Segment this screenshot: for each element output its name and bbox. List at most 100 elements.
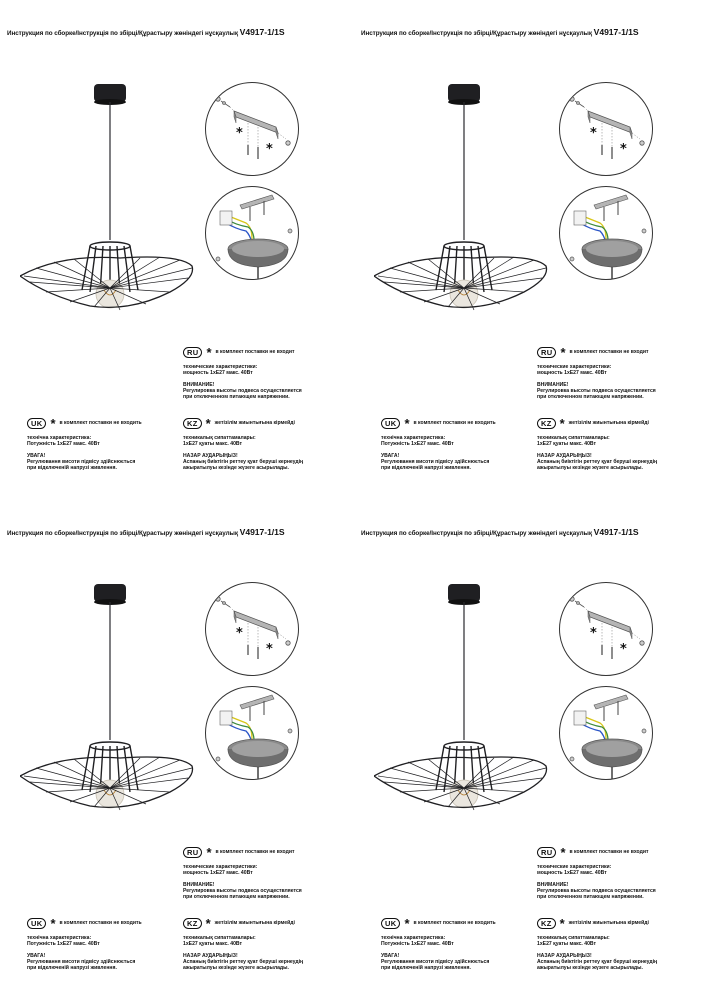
not-included-note: в комплект поставки не входит bbox=[215, 349, 295, 356]
pendant-lamp-illustration bbox=[20, 84, 194, 311]
mounting-bracket-diagram: * * bbox=[205, 82, 299, 176]
lang-badge-kz: KZ bbox=[183, 418, 202, 429]
lang-badge-kz: KZ bbox=[537, 918, 556, 929]
section-kz: KZ * жетізілім жиынтығына кірмейді техни… bbox=[183, 916, 304, 972]
warning-line-2: при отключенном питающем напряжении. bbox=[537, 894, 644, 901]
warning-line-1: Регулировка высоты подвеса осуществляетс… bbox=[183, 387, 302, 394]
section-ru: RU * в комплект поставки не входит техни… bbox=[537, 846, 656, 901]
section-uk-header: UK * в комплект поставки не входить bbox=[381, 916, 496, 931]
not-included-star-icon: * bbox=[404, 416, 410, 431]
not-included-note: жетізілім жиынтығына кірмейді bbox=[214, 420, 295, 427]
spec-label: технічна характеристика: bbox=[381, 935, 446, 941]
section-kz: KZ * жетізілім жиынтығына кірмейді техни… bbox=[183, 416, 303, 472]
title-text: Инструкция по сборке/Інструкція по збірц… bbox=[7, 530, 238, 537]
not-included-star-right: * bbox=[266, 142, 273, 157]
lang-badge-ru: RU bbox=[183, 847, 203, 858]
not-included-note: в комплект поставки не входит bbox=[569, 349, 649, 356]
pendant-lamp-illustration bbox=[374, 84, 548, 311]
not-included-star-left: * bbox=[236, 126, 243, 141]
not-included-note: в комплект поставки не входить bbox=[413, 420, 496, 427]
spec-label: техникалық сипаттамалары: bbox=[183, 435, 256, 441]
not-included-star-icon: * bbox=[50, 916, 56, 931]
warning-title: УВАГА! bbox=[27, 952, 46, 959]
section-kz: KZ * жетізілім жиынтығына кірмейді техни… bbox=[537, 917, 658, 971]
instruction-title: Инструкция по сборке/Інструкція по збірц… bbox=[361, 27, 639, 37]
spec-label: технические характеристики: bbox=[183, 864, 258, 870]
wiring-canopy-diagram bbox=[559, 686, 653, 780]
not-included-star-icon: * bbox=[206, 845, 212, 860]
spec-value: Потужність 1xE27 макс. 40Вт bbox=[381, 441, 454, 448]
not-included-note: в комплект поставки не входит bbox=[215, 849, 295, 856]
model-number: V4917-1/1S bbox=[239, 527, 285, 537]
spec-label: технічна характеристика: bbox=[27, 435, 92, 441]
warning-line-2: при відключеній напрузі живлення. bbox=[27, 965, 117, 972]
not-included-star-left: * bbox=[236, 626, 243, 641]
warning-line-1: Аспаның биіктігін реттеу қуат беруші кер… bbox=[183, 958, 304, 965]
spec-value: Потужність 1xE27 макс. 40Вт bbox=[27, 441, 100, 448]
not-included-star-icon: * bbox=[50, 416, 56, 431]
section-ru: RU * в комплект поставки не входит техни… bbox=[183, 346, 302, 401]
spec-label: технические характеристики: bbox=[537, 364, 612, 370]
not-included-note: жетізілім жиынтығына кірмейді bbox=[214, 920, 295, 927]
section-uk: UK * в комплект поставки не входить техн… bbox=[27, 416, 142, 472]
wiring-canopy-diagram bbox=[205, 186, 299, 280]
warning-line-2: при отключенном питающем напряжении. bbox=[183, 894, 290, 901]
pendant-lamp-illustration bbox=[20, 584, 194, 811]
warning-line-2: при відключеній напрузі живлення. bbox=[381, 965, 471, 972]
warning-title: ВНИМАНИЕ! bbox=[537, 881, 569, 888]
wiring-canopy-diagram bbox=[559, 186, 653, 280]
warning-title: ВНИМАНИЕ! bbox=[183, 381, 215, 388]
not-included-note: в комплект поставки не входить bbox=[59, 420, 142, 427]
warning-line-1: Регулировка высоты подвеса осуществляетс… bbox=[537, 387, 656, 394]
wiring-canopy-diagram bbox=[205, 686, 299, 780]
model-number: V4917-1/1S bbox=[593, 27, 639, 37]
not-included-star-left: * bbox=[590, 626, 597, 641]
section-uk: UK * в комплект поставки не входить техн… bbox=[27, 916, 142, 972]
warning-title: НАЗАР АУДАРЫҢЫЗ! bbox=[537, 952, 592, 959]
not-included-star-icon: * bbox=[205, 916, 211, 931]
section-kz-header: KZ * жетізілім жиынтығына кірмейді bbox=[183, 916, 303, 931]
mounting-bracket-diagram: * * bbox=[205, 582, 299, 676]
warning-line-1: Регулювання висоти підвісу здійснюється bbox=[27, 458, 136, 465]
not-included-star-icon: * bbox=[404, 916, 410, 931]
spec-value: мощность 1xE27 макс. 40Вт bbox=[183, 870, 253, 877]
not-included-star-icon: * bbox=[205, 416, 211, 431]
warning-title: НАЗАР АУДАРЫҢЫЗ! bbox=[183, 452, 238, 459]
warning-line-1: Регулировка высоты подвеса осуществляетс… bbox=[183, 887, 302, 894]
warning-line-2: при отключенном питающем напряжении. bbox=[183, 394, 290, 401]
mounting-bracket-diagram: * * bbox=[559, 582, 653, 676]
section-kz-header: KZ * жетізілім жиынтығына кірмейді bbox=[537, 417, 657, 430]
model-number: V4917-1/1S bbox=[239, 27, 285, 37]
instruction-sheet-bottom-right: Инструкция по сборке/Інструкція по збірц… bbox=[354, 500, 707, 1000]
warning-line-1: Регулювання висоти підвісу здійснюється bbox=[381, 958, 490, 965]
spec-value: Потужність 1xE27 макс. 40Вт bbox=[27, 941, 100, 948]
not-included-star-icon: * bbox=[560, 345, 566, 360]
lang-badge-ru: RU bbox=[537, 847, 557, 858]
warning-line-2: при відключеній напрузі живлення. bbox=[27, 465, 117, 472]
warning-line-1: Аспаның биіктігін реттеу қуат беруші кер… bbox=[537, 958, 658, 965]
section-uk-header: UK * в комплект поставки не входить bbox=[27, 916, 142, 931]
section-uk: UK * в комплект поставки не входить техн… bbox=[381, 916, 496, 972]
instruction-sheet-top-left: Инструкция по сборке/Інструкція по збірц… bbox=[0, 0, 353, 500]
spec-label: технічна характеристика: bbox=[381, 435, 446, 441]
mounting-bracket-diagram: * * bbox=[559, 82, 653, 176]
not-included-star-right: * bbox=[620, 642, 627, 657]
instruction-title: Инструкция по сборке/Інструкція по збірц… bbox=[7, 527, 285, 537]
warning-line-2: ажыратылуы кезінде жүзеге асырылады. bbox=[183, 465, 289, 472]
section-ru: RU * в комплект поставки не входит техни… bbox=[537, 345, 656, 400]
lang-badge-kz: KZ bbox=[183, 918, 202, 929]
warning-title: УВАГА! bbox=[381, 452, 400, 459]
section-ru-header: RU * в комплект поставки не входит bbox=[183, 346, 302, 359]
section-uk-header: UK * в комплект поставки не входить bbox=[27, 416, 142, 431]
not-included-note: в комплект поставки не входить bbox=[59, 920, 142, 927]
not-included-star-right: * bbox=[620, 142, 627, 157]
instruction-title: Инструкция по сборке/Інструкція по збірц… bbox=[7, 27, 285, 37]
title-text: Инструкция по сборке/Інструкція по збірц… bbox=[361, 530, 592, 537]
spec-value: мощность 1xE27 макс. 40Вт bbox=[537, 870, 607, 877]
warning-line-2: ажыратылуы кезінде жүзеге асырылады. bbox=[183, 965, 289, 972]
lang-badge-ru: RU bbox=[183, 347, 203, 358]
spec-value: мощность 1xE27 макс. 40Вт bbox=[537, 370, 607, 377]
lang-badge-ru: RU bbox=[537, 347, 557, 358]
spec-label: техникалық сипаттамалары: bbox=[537, 435, 610, 441]
section-kz-header: KZ * жетізілім жиынтығына кірмейді bbox=[537, 917, 657, 930]
